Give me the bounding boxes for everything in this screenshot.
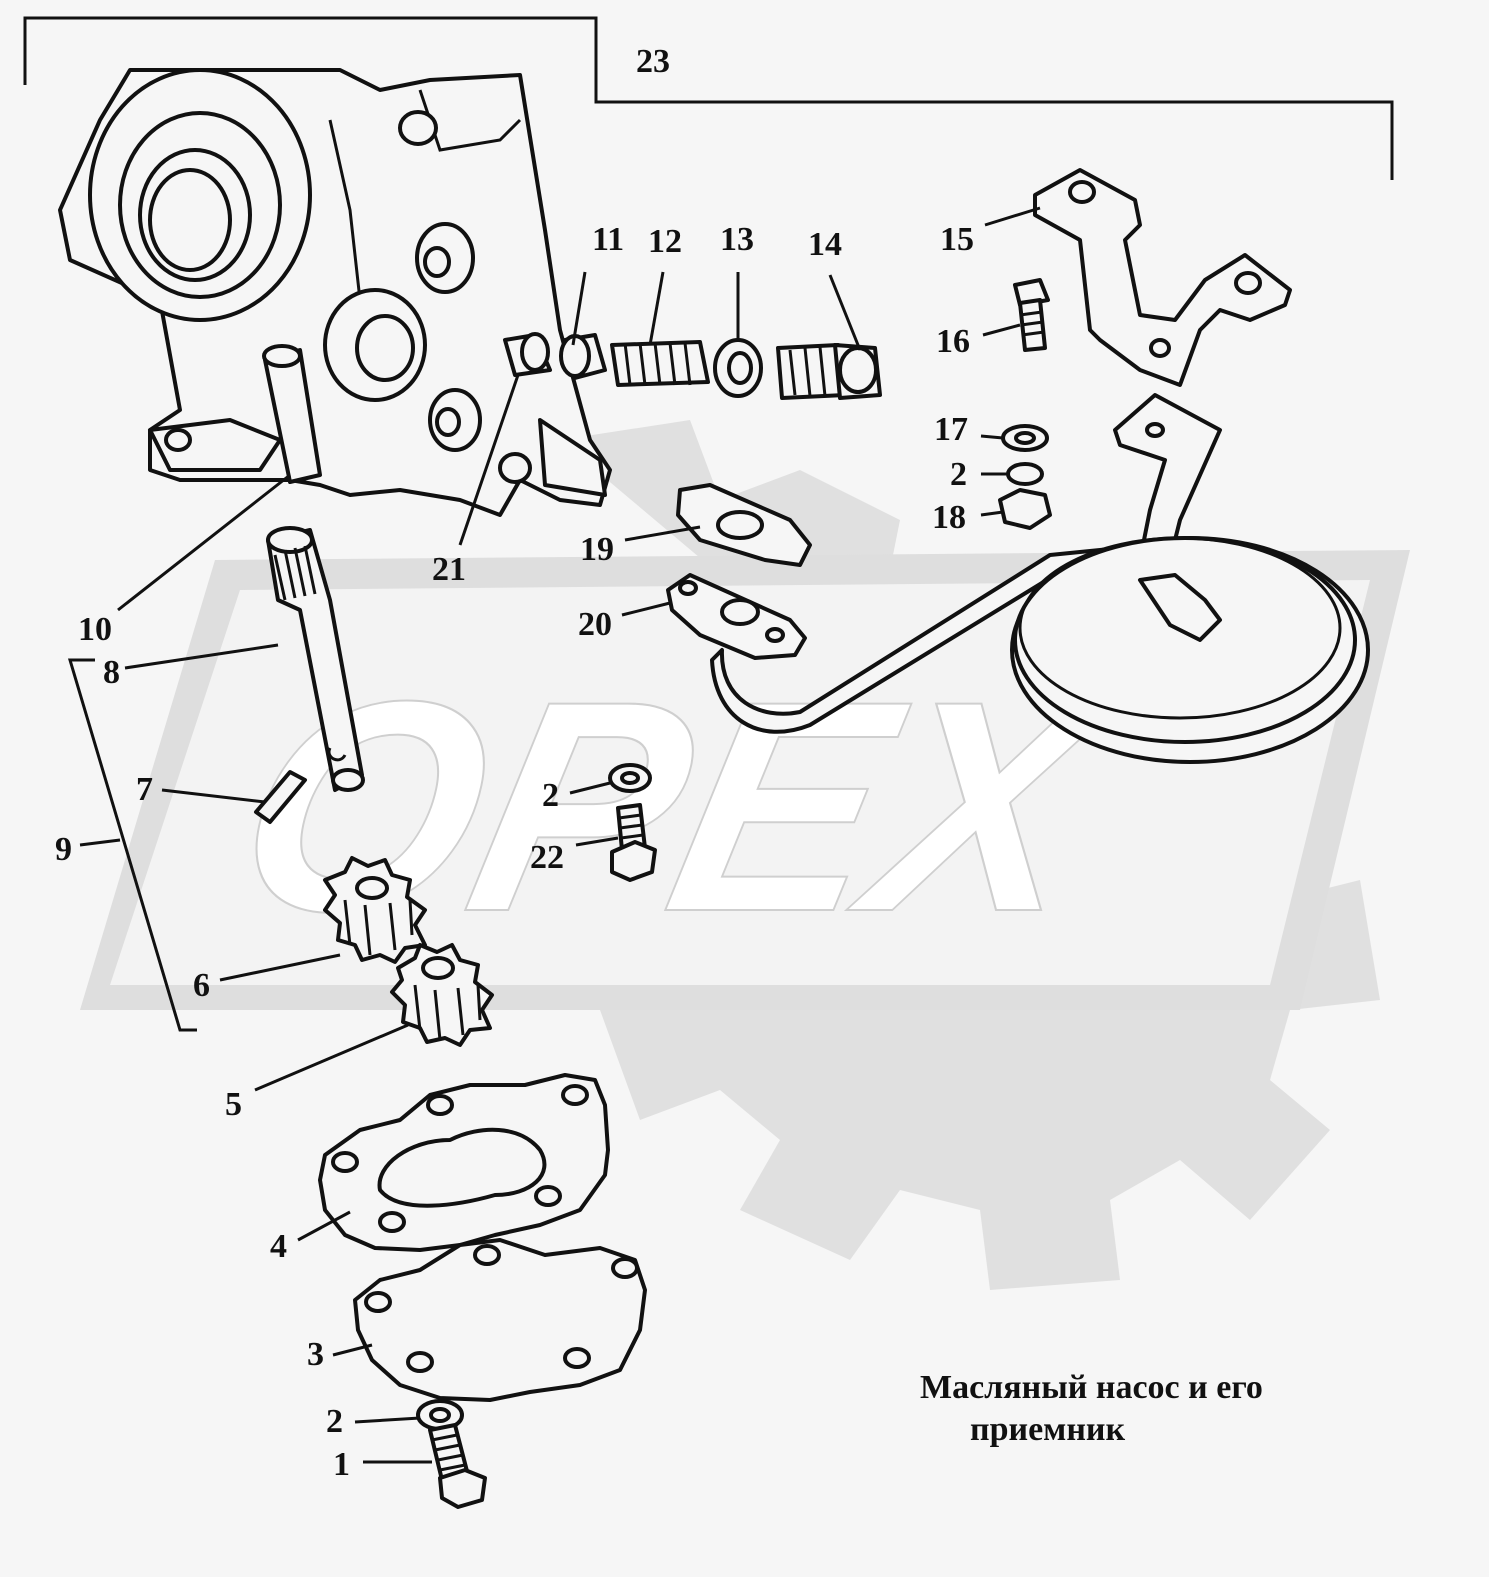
callout-22: 22 — [530, 839, 564, 876]
engine-cover-housing — [58, 68, 612, 517]
callout-10: 10 — [78, 611, 112, 648]
part-20-oil-receiver — [666, 393, 1370, 764]
callout-17: 17 — [934, 411, 968, 448]
leader-lines — [67, 206, 1041, 1464]
callout-2-upper: 2 — [950, 456, 967, 493]
callout-12: 12 — [648, 223, 682, 260]
callout-2-bottom: 2 — [326, 1403, 343, 1440]
part-21-sleeve — [503, 332, 552, 377]
callout-16: 16 — [936, 323, 970, 360]
callout-23: 23 — [636, 43, 670, 80]
callout-3: 3 — [307, 1336, 324, 1373]
callout-21: 21 — [432, 551, 466, 588]
part-8-shaft — [266, 526, 365, 792]
callout-2-middle: 2 — [542, 777, 559, 814]
part-16-bolt — [1013, 278, 1050, 352]
callout-15: 15 — [940, 221, 974, 258]
part-7-pin — [254, 770, 307, 824]
callout-1: 1 — [333, 1446, 350, 1483]
callout-13: 13 — [720, 221, 754, 258]
callout-19: 19 — [580, 531, 614, 568]
callout-labels: 1 2 3 4 5 6 7 8 9 10 11 12 13 14 15 16 1… — [55, 43, 974, 1483]
callout-4: 4 — [270, 1228, 287, 1265]
diagram-title-line1: Масляный насос и его — [920, 1369, 1263, 1406]
part-1-bolt — [428, 1423, 487, 1509]
part-15-bracket — [1033, 168, 1292, 387]
callout-8: 8 — [103, 654, 120, 691]
callout-11: 11 — [592, 221, 624, 258]
bracket-23 — [23, 16, 1394, 180]
callout-9: 9 — [55, 831, 72, 868]
part-14-plug — [776, 343, 882, 400]
part-11-valve — [559, 333, 607, 380]
part-3-cover — [353, 1238, 647, 1402]
callout-18: 18 — [932, 499, 966, 536]
part-19-gasket — [676, 483, 812, 567]
callout-6: 6 — [193, 967, 210, 1004]
part-4-gasket — [318, 1073, 610, 1252]
part-22-bolt — [610, 803, 657, 882]
callout-20: 20 — [578, 606, 612, 643]
part-5-gear — [390, 943, 494, 1047]
part-18-nut — [998, 488, 1052, 530]
callout-5: 5 — [225, 1086, 242, 1123]
diagram-title-line2: приемник — [970, 1411, 1126, 1448]
part-2-lockwasher-upper — [1006, 462, 1044, 486]
callout-7: 7 — [136, 771, 153, 808]
part-13-washer — [713, 338, 763, 398]
part-12-spring — [610, 340, 710, 387]
callout-14: 14 — [808, 226, 842, 263]
